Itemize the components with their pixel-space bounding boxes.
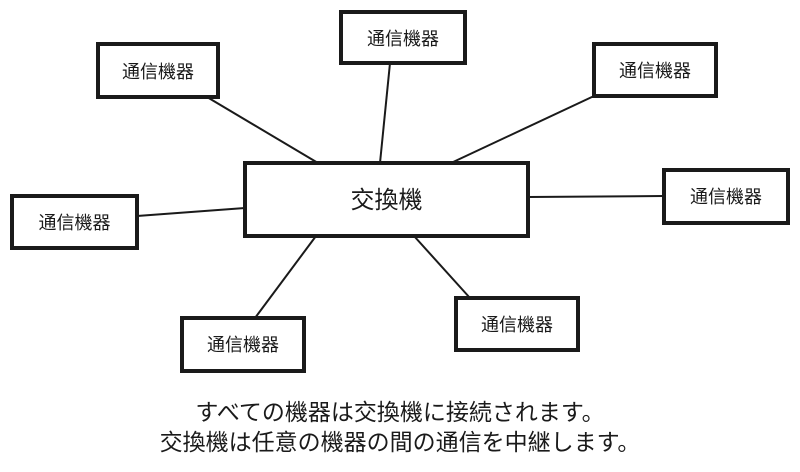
hub-box	[243, 161, 530, 238]
caption-line-2: 交換機は任意の機器の間の通信を中継します。	[159, 430, 641, 456]
connection-line	[206, 96, 319, 164]
device-box	[10, 194, 139, 250]
device-box	[454, 296, 580, 352]
device-box	[180, 316, 306, 373]
connection-line	[379, 62, 391, 164]
device-node: 通信機器	[454, 296, 580, 352]
device-node: 通信機器	[339, 10, 467, 65]
connection-line	[254, 235, 317, 319]
hub-node: 交換機	[243, 161, 530, 238]
device-box	[662, 168, 790, 225]
device-box	[592, 42, 718, 98]
device-label: 通信機器	[122, 62, 194, 83]
device-label: 通信機器	[207, 335, 279, 356]
connection-line	[413, 235, 471, 299]
device-node: 通信機器	[96, 42, 220, 99]
device-label: 通信機器	[619, 61, 691, 82]
device-node: 通信機器	[662, 168, 790, 225]
device-nodes: 通信機器 通信機器 通信機器 通信機器 通信機器 通信機器 通信機器	[10, 10, 790, 373]
device-box	[339, 10, 467, 65]
device-label: 通信機器	[39, 213, 111, 234]
connection-lines	[136, 62, 665, 319]
device-label: 通信機器	[481, 315, 553, 336]
device-label: 通信機器	[690, 187, 762, 208]
star-network-diagram: 交換機 通信機器 通信機器 通信機器 通信機器 通信機器 通信機器 通信機	[10, 10, 790, 373]
device-label: 通信機器	[367, 29, 439, 50]
device-node: 通信機器	[592, 42, 718, 98]
connection-line	[136, 207, 246, 217]
device-node: 通信機器	[180, 316, 306, 373]
caption-line-1: すべての機器は交換機に接続されます。	[195, 400, 605, 426]
device-box	[96, 42, 220, 99]
device-node: 通信機器	[10, 194, 139, 250]
connection-line	[450, 95, 595, 164]
hub-label: 交換機	[351, 186, 423, 214]
connection-line	[527, 195, 665, 198]
